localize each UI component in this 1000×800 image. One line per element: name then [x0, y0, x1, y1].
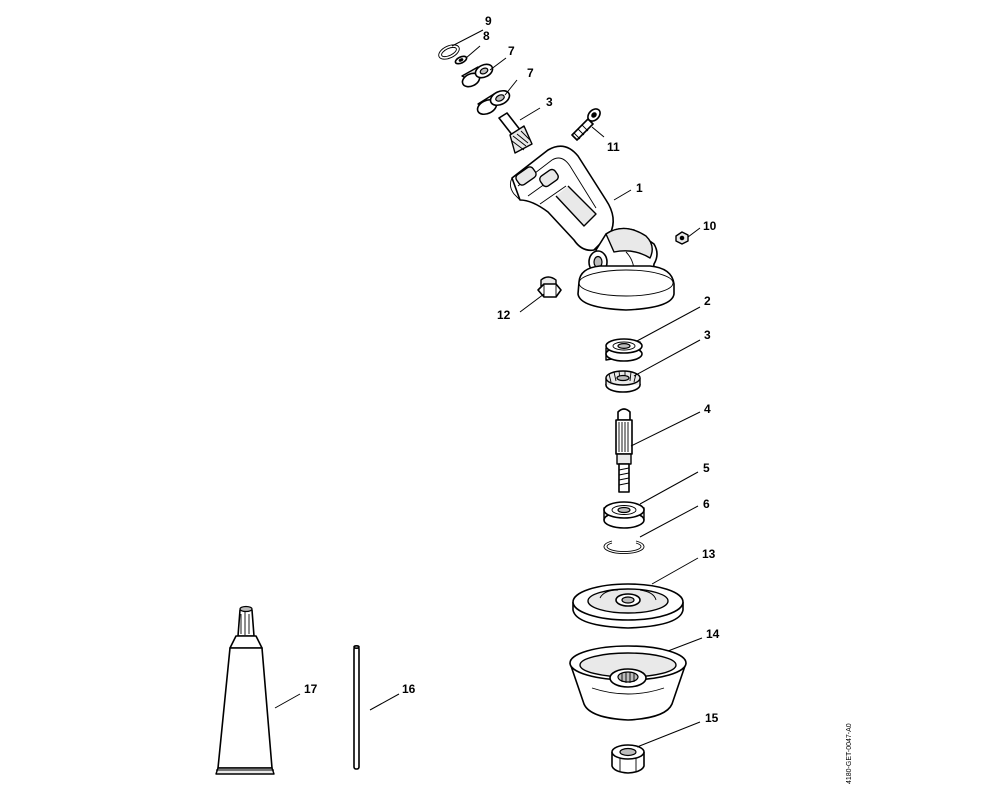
label-part-2: 2 — [704, 294, 711, 308]
label-part-10: 10 — [703, 219, 717, 233]
part-16-rod — [353, 644, 360, 770]
part-7-bearing-lower — [476, 89, 511, 116]
label-part-3-upper: 3 — [546, 95, 553, 109]
part-9-circlip — [438, 44, 460, 60]
part-1-gear-housing — [509, 145, 675, 311]
part-10-nut — [675, 231, 689, 245]
label-part-14: 14 — [706, 627, 720, 641]
label-part-1: 1 — [636, 181, 643, 195]
part-6-retaining-ring — [603, 540, 645, 555]
part-3-bevel-gear-lower — [605, 370, 641, 393]
part-15-nut — [611, 744, 645, 774]
label-part-4: 4 — [704, 402, 711, 416]
label-part-11: 11 — [607, 140, 620, 154]
part-11-screw — [571, 108, 601, 141]
leader-lines — [274, 29, 703, 748]
part-4-shaft — [615, 408, 633, 493]
drawing-reference-code: 4180-GET-0047-A0 — [846, 723, 853, 784]
part-3-bevel-pinion-upper — [498, 112, 533, 154]
label-part-9: 9 — [485, 14, 492, 28]
part-7-bearing-upper — [461, 63, 494, 88]
part-5-ball-bearing — [603, 501, 645, 529]
part-14-rider-plate — [569, 645, 687, 721]
label-part-6: 6 — [703, 497, 710, 511]
label-part-13: 13 — [702, 547, 716, 561]
part-8-washer — [454, 55, 468, 65]
label-part-8: 8 — [483, 29, 490, 43]
label-part-12: 12 — [497, 308, 511, 322]
label-part-7-upper: 7 — [508, 44, 515, 58]
part-labels: 9 8 7 7 3 11 1 10 12 2 3 4 5 6 13 14 15 … — [304, 14, 720, 725]
label-part-17: 17 — [304, 682, 318, 696]
label-part-15: 15 — [705, 711, 719, 725]
label-part-3-lower: 3 — [704, 328, 711, 342]
part-2-ball-bearing — [605, 338, 643, 362]
part-17-grease-tube — [215, 605, 275, 775]
label-part-7-lower: 7 — [527, 66, 534, 80]
part-13-thrust-plate — [572, 583, 684, 629]
label-part-5: 5 — [703, 461, 710, 475]
part-12-plug-screw — [537, 276, 562, 298]
label-part-16: 16 — [402, 682, 416, 696]
